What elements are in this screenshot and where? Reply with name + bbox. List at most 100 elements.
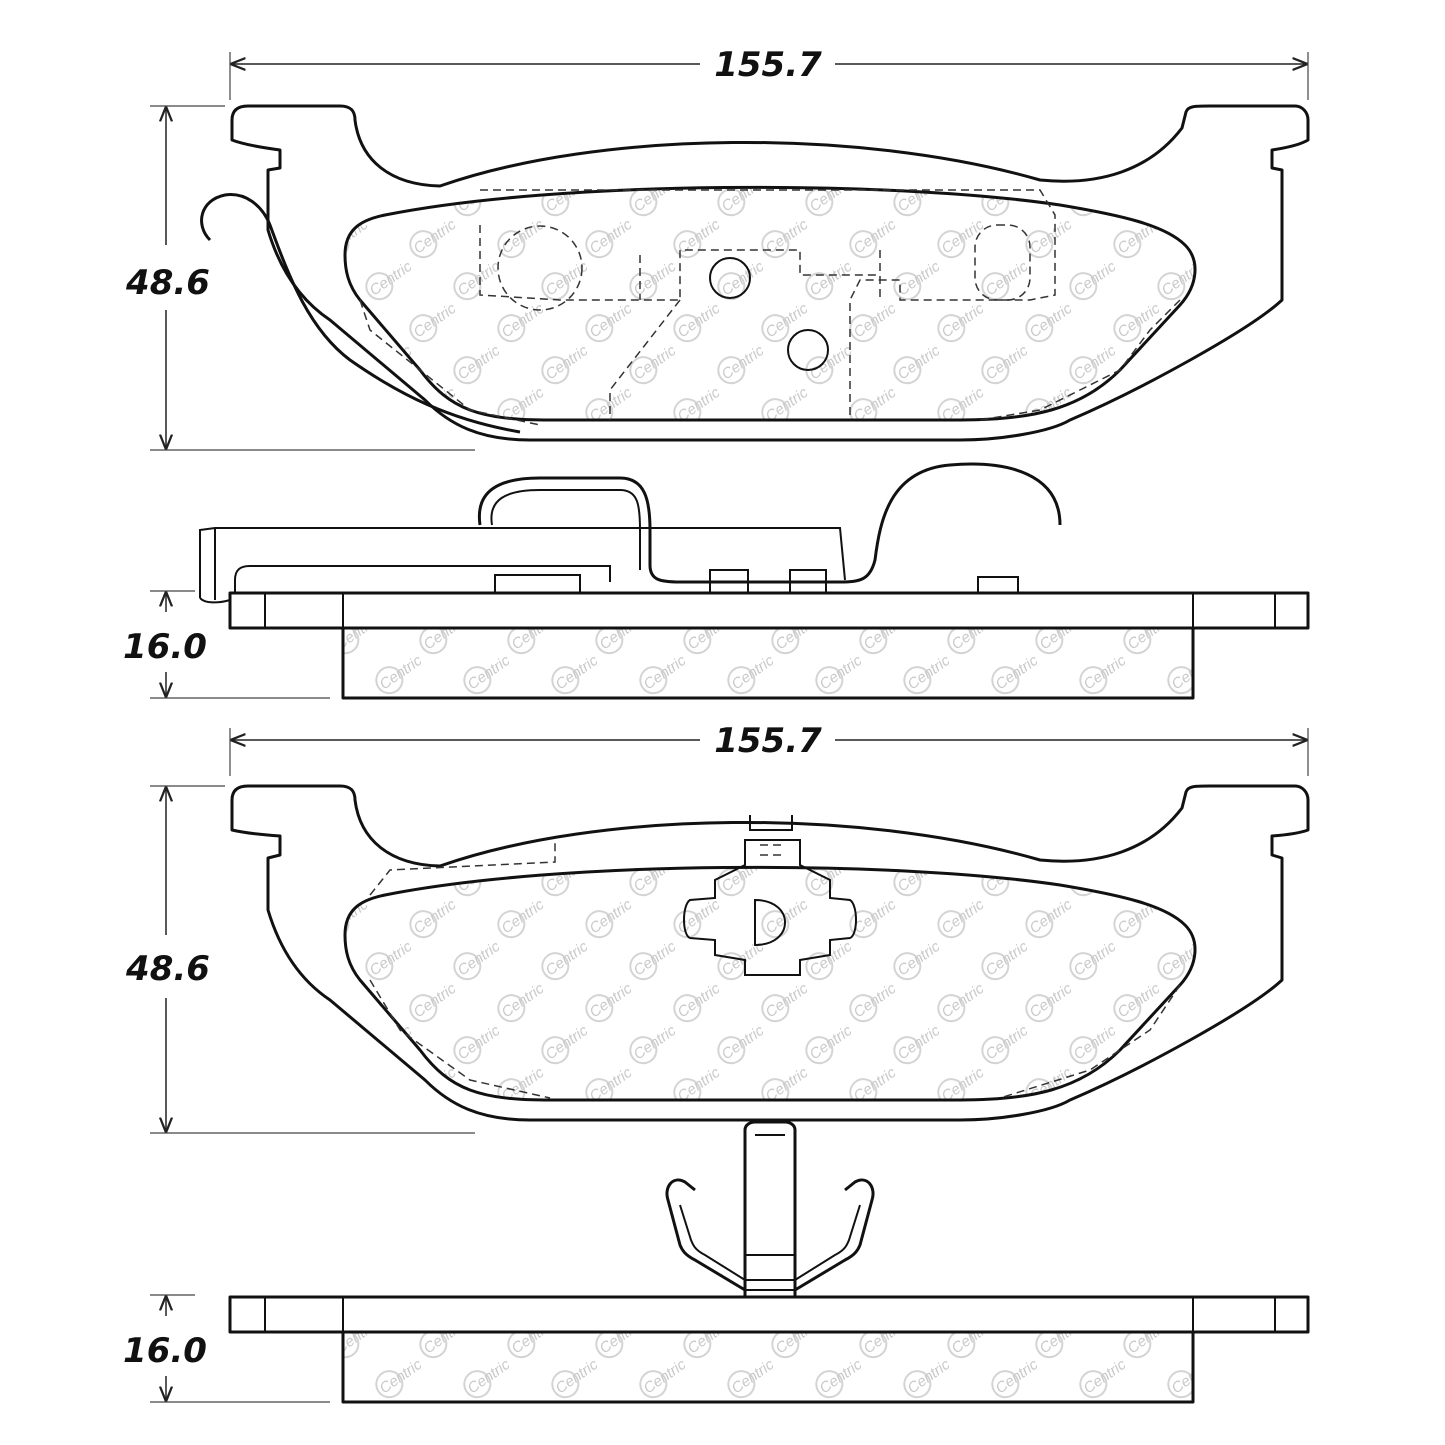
top-edge-spring [477,462,1062,584]
watermark-text: Centric [367,1022,416,1063]
dimension-bottom-thickness: 16.0 [123,1294,330,1403]
watermark-logo: Centric [893,342,944,385]
dimension-bottom-height: 48.6 [125,785,475,1134]
top-wear-indicator-wire [200,193,521,434]
watermark-logo: Centric [673,1064,724,1100]
watermark-logo: Centric [345,384,372,420]
watermark-logo: Centric [453,258,504,301]
watermark-logo: Centric [727,1356,778,1399]
watermark-logo: Centric [345,980,372,1023]
watermark-logo: Centric [639,1356,690,1399]
watermark-logo: Centric [629,938,680,981]
watermark-logo: Centric [405,808,462,859]
watermark-text: Centric [323,132,372,173]
watermark-logo: Centric [937,384,988,420]
watermark-logo: Centric [585,300,636,343]
watermark-logo: Centric [1113,216,1164,259]
watermark-text: Centric [1027,132,1076,173]
watermark-logo: Centric [629,1022,680,1065]
watermark-logo: Centric [937,216,988,259]
watermark-logo: Centric [673,216,724,259]
watermark-logo: Centric [507,628,558,655]
watermark-logo: Centric [497,1064,548,1100]
watermark-logo: Centric [937,980,988,1023]
watermark-logo: Centric [757,808,814,859]
top-edge-backing-plate [228,591,1310,630]
watermark-logo: Centric [771,628,822,655]
watermark-logo: Centric [323,1064,372,1105]
watermark-logo: Centric [683,1332,734,1359]
watermark-logo: Centric [805,258,856,301]
watermark-logo: Centric [541,342,592,385]
watermark-logo: Centric [1113,896,1164,939]
watermark-logo: Centric [629,187,680,217]
watermark-logo: Centric [551,1356,602,1399]
watermark-text: Centric [939,812,988,853]
watermark-logo: Centric [1021,808,1078,859]
watermark-logo: Centric [453,187,504,217]
top-pad-front-view [200,104,1310,442]
watermark-logo: Centric [1157,174,1208,217]
watermark-logo: Centric [343,628,382,655]
watermark-logo: Centric [1025,300,1076,343]
watermark-logo: Centric [541,938,592,981]
watermark-logo: Centric [463,1356,514,1399]
watermark-logo: Centric [933,128,990,179]
watermark-text: Centric [323,1064,372,1105]
watermark-logo: Centric [893,867,944,897]
watermark-logo: Centric [453,867,504,897]
watermark-logo: Centric [1113,300,1164,343]
watermark-logo: Centric [629,867,680,897]
watermark-logo: Centric [405,128,462,179]
watermark-logo: Centric [585,216,636,259]
top-backing-plate [230,104,1310,442]
watermark-logo: Centric [497,896,548,939]
watermark-logo: Centric [1025,980,1076,1023]
watermark-logo: Centric [849,980,900,1023]
watermark-logo: Centric [761,216,812,259]
watermark-logo: Centric [937,300,988,343]
watermark-text: Centric [763,812,812,853]
watermark-logo: Centric [757,128,814,179]
watermark-logo: Centric [893,258,944,301]
watermark-logo: Centric [805,1022,856,1065]
watermark-logo: Centric [717,867,768,897]
watermark-logo: Centric [1069,342,1120,385]
watermark-logo: Centric [981,342,1032,385]
bottom-edge-abutment-clip [743,1120,797,1297]
watermark-logo: Centric [585,1064,636,1100]
watermark-logo: Centric [1123,628,1174,655]
watermark-logo: Centric [497,300,548,343]
watermark-logo: Centric [453,938,504,981]
watermark-logo: Centric [771,1332,822,1359]
watermark-logo: Centric [343,1332,382,1359]
watermark-logo: Centric [595,628,646,655]
watermark-text: Centric [1159,174,1208,215]
watermark-logo: Centric [409,980,460,1023]
bottom-center-clip [683,815,857,976]
watermark-logo: Centric [629,342,680,385]
watermark-logo: Centric [1069,938,1120,981]
watermark-logo: Centric [683,628,734,655]
watermark-logo: Centric [991,652,1042,695]
watermark-logo: Centric [937,1064,988,1100]
watermark-logo: Centric [947,628,998,655]
watermark-text: Centric [763,132,812,173]
watermark-text: Centric [1159,854,1208,895]
watermark-logo: Centric [727,652,778,695]
watermark-logo: Centric [669,128,726,179]
dimension-top-width: 155.7 [229,45,1309,100]
watermark-logo: Centric [375,652,426,695]
watermark-text: Centric [411,132,460,173]
watermark-logo: Centric [981,1022,1032,1065]
watermark-logo: Centric [717,187,768,217]
watermark-logo: Centric [1079,652,1130,695]
watermark-text: Centric [323,812,372,853]
watermark-logo: Centric [893,1022,944,1065]
watermark-text: Centric [1115,1064,1164,1105]
watermark-logo: Centric [893,187,944,217]
